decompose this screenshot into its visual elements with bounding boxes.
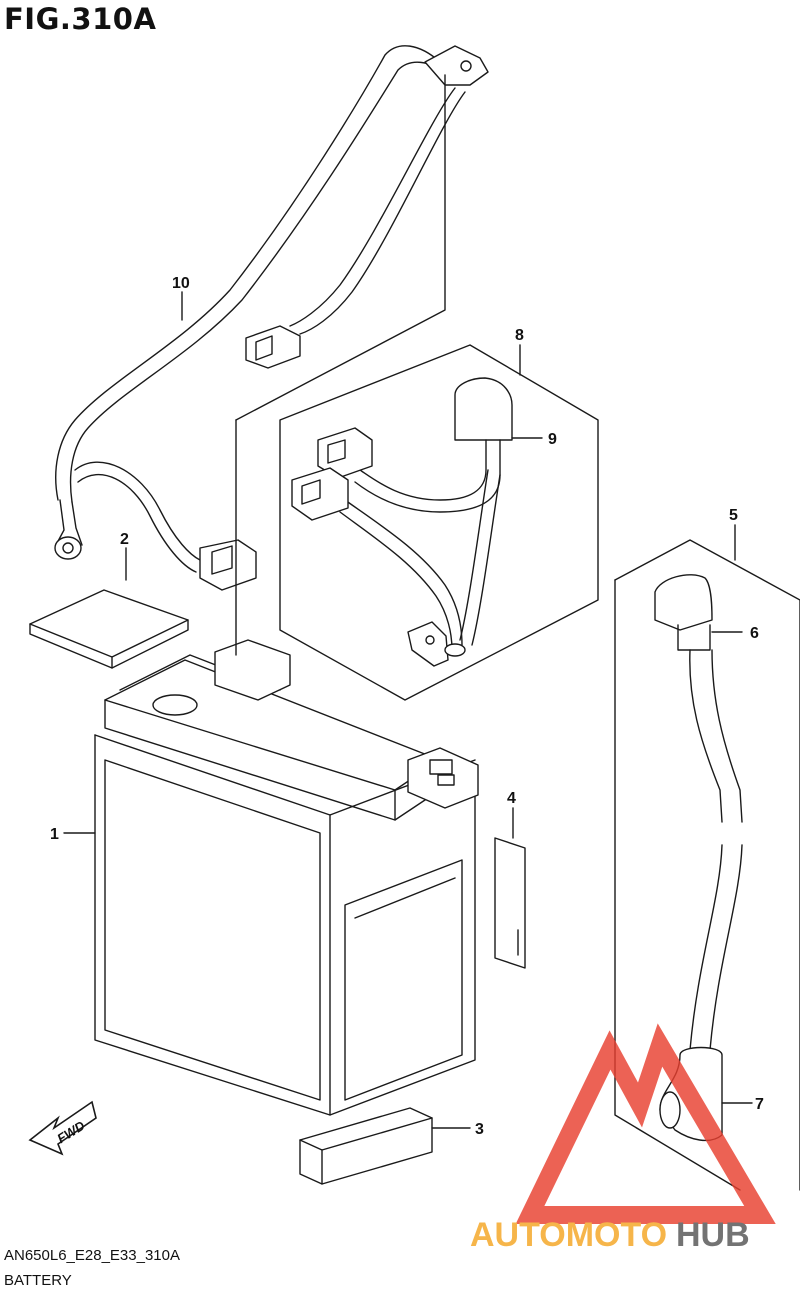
callout-3: 3 (475, 1121, 484, 1138)
label-4 (494, 837, 526, 969)
callout-labels: 1 2 3 4 5 6 7 8 9 10 (50, 275, 764, 1138)
callout-10: 10 (172, 275, 190, 292)
callout-6: 6 (750, 625, 759, 642)
callout-2: 2 (120, 531, 129, 548)
callout-7: 7 (755, 1096, 764, 1113)
figure-title: FIG.310A (4, 2, 157, 36)
fwd-arrow-icon: FWD (28, 1100, 97, 1156)
callout-5: 5 (729, 507, 738, 524)
callout-1: 1 (50, 826, 59, 843)
battery-pad-3 (299, 1107, 433, 1185)
cable-set-panel-8 (279, 344, 599, 701)
battery-pad-2 (29, 589, 189, 669)
diagram-code: AN650L6_E28_E33_310A (4, 1247, 180, 1264)
watermark-text-2: HUB (676, 1216, 750, 1254)
callout-9: 9 (548, 431, 557, 448)
battery-1 (94, 639, 479, 1116)
callout-8: 8 (515, 327, 524, 344)
battery-cable-10 (54, 45, 489, 591)
diagram-caption: BATTERY (4, 1272, 72, 1289)
watermark-logo: AUTOMOTO HUB (470, 1023, 776, 1254)
leader-lines (63, 74, 753, 1129)
callout-4: 4 (507, 790, 516, 807)
watermark-text-1: AUTOMOTO (470, 1216, 667, 1254)
